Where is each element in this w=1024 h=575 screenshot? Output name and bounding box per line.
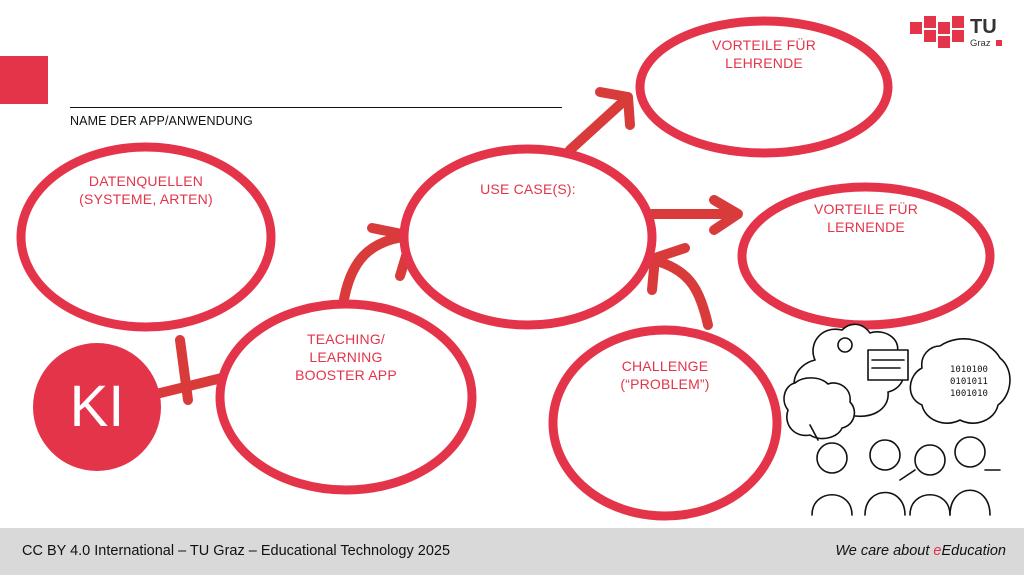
arrow-usecase-to-lehrende [565, 95, 630, 155]
arrow-ki-to-teaching-head [175, 335, 193, 405]
footer-slogan-suffix: Education [941, 543, 1007, 559]
ellipse-vorteile-lehrende [635, 16, 893, 158]
label-challenge: CHALLENGE (“PROBLEM”) [585, 357, 745, 393]
label-vorteile-lehrende: VORTEILE FÜR LEHRENDE [684, 36, 844, 72]
logo-graz-text: Graz [970, 38, 991, 49]
people-illustration-icon: 1010100 0101011 1001010 [783, 323, 1011, 516]
logo-tu-text: TU [970, 16, 997, 38]
label-vorteile-lernende-text: VORTEILE FÜR LERNENDE [813, 201, 919, 235]
ki-circle [33, 343, 161, 471]
footer-bar: CC BY 4.0 International – TU Graz – Educ… [0, 528, 1024, 575]
label-vorteile-lernende: VORTEILE FÜR LERNENDE [786, 200, 946, 236]
label-use-case: USE CASE(S): [450, 180, 606, 198]
tu-graz-logo-icon [910, 16, 964, 48]
svg-text:0101011: 0101011 [950, 377, 988, 387]
arrow-challenge-to-usecase [655, 257, 713, 330]
ellipse-vorteile-lernende [737, 182, 995, 330]
ellipse-teaching [215, 299, 477, 495]
ellipse-challenge [548, 325, 782, 521]
ellipse-datenquellen [16, 142, 276, 332]
svg-text:1001010: 1001010 [950, 389, 988, 399]
app-name-line [70, 107, 562, 108]
ellipse-use-case [399, 144, 657, 330]
label-teaching-text: TEACHING/ LEARNING BOOSTER APP [295, 331, 397, 383]
svg-text:1010100: 1010100 [950, 365, 988, 375]
footer-slogan: We care about eEducation [835, 543, 1006, 559]
corner-accent-square [0, 56, 48, 104]
label-vorteile-lehrende-text: VORTEILE FÜR LEHRENDE [711, 37, 817, 71]
arrow-challenge-to-usecase-head [647, 243, 690, 295]
label-teaching: TEACHING/ LEARNING BOOSTER APP [266, 330, 426, 384]
arrow-usecase-to-lernende-head [709, 195, 743, 235]
arrow-usecase-to-lehrende-head [595, 87, 635, 130]
footer-slogan-accent: e [933, 543, 942, 559]
ki-label: KI [69, 374, 125, 439]
label-datenquellen-text: DATENQUELLEN (SYSTEME, ARTEN) [79, 173, 213, 207]
footer-license-text: CC BY 4.0 International – TU Graz – Educ… [22, 543, 451, 559]
label-challenge-text: CHALLENGE (“PROBLEM”) [620, 358, 710, 392]
footer-slogan-prefix: We care about [835, 543, 934, 559]
logo-dot [996, 40, 1002, 46]
app-name-label: NAME DER APP/ANWENDUNG [70, 114, 253, 128]
label-datenquellen: DATENQUELLEN (SYSTEME, ARTEN) [56, 172, 236, 208]
label-use-case-text: USE CASE(S): [480, 181, 576, 197]
